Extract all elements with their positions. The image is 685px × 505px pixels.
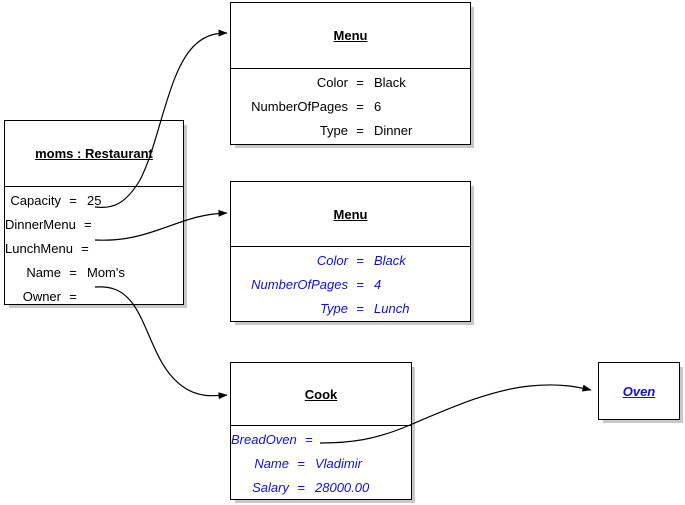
attribute-row-capacity: Capacity = 25 — [5, 193, 183, 217]
object-header-cook: Cook — [231, 363, 411, 425]
attribute-row-color: Color = Black — [231, 75, 470, 99]
attribute-row-dinnermenu: DinnerMenu = — [5, 217, 183, 241]
object-title-restaurant: moms : Restaurant — [35, 146, 153, 161]
attribute-equals: = — [69, 193, 77, 208]
object-box-restaurant[interactable]: moms : Restaurant Capacity = 25 DinnerMe… — [4, 120, 184, 305]
attribute-equals: = — [69, 289, 77, 304]
object-title-menu-lunch: Menu — [333, 206, 368, 222]
attribute-equals: = — [69, 265, 77, 280]
attribute-name-owner: Owner — [22, 289, 61, 304]
attribute-equals: = — [356, 301, 364, 316]
attribute-value-color: Black — [374, 253, 406, 268]
attribute-row-type: Type = Lunch — [231, 301, 470, 325]
object-divider-menu-dinner — [231, 68, 470, 69]
attribute-row-name: Name = Vladimir — [231, 456, 411, 480]
attribute-name-breadoven: BreadOven — [231, 432, 297, 447]
attribute-name-numberofpages: NumberOfPages — [251, 99, 348, 114]
attribute-equals: = — [304, 432, 313, 447]
attribute-row-color: Color = Black — [231, 253, 470, 277]
object-title-menu-dinner: Menu — [333, 28, 368, 43]
attribute-row-numberofpages: NumberOfPages = 4 — [231, 277, 470, 301]
attribute-value-color: Black — [374, 75, 406, 90]
attribute-row-salary: Salary = 28000.00 — [231, 480, 411, 504]
attribute-name-name: Name — [254, 456, 289, 471]
object-header-menu-dinner: Menu — [231, 3, 470, 68]
attribute-row-numberofpages: NumberOfPages = 6 — [231, 99, 470, 123]
object-box-oven[interactable]: Oven — [598, 362, 680, 420]
attribute-row-owner: Owner = — [5, 289, 183, 313]
object-title-oven: Oven — [622, 383, 656, 399]
attribute-value-numberofpages: 4 — [374, 277, 382, 292]
attribute-name-type: Type — [320, 301, 348, 316]
attribute-equals: = — [297, 456, 305, 471]
attribute-name-capacity: Capacity — [10, 193, 61, 208]
attribute-equals: = — [356, 123, 364, 138]
attribute-row-breadoven: BreadOven = — [231, 432, 411, 456]
attribute-value-type: Lunch — [374, 301, 410, 316]
attribute-value-numberofpages: 6 — [374, 99, 382, 114]
object-attributes-restaurant: Capacity = 25 DinnerMenu = LunchMenu = N… — [5, 187, 183, 313]
attribute-value-capacity: 25 — [87, 193, 102, 208]
attribute-equals: = — [297, 480, 305, 495]
attribute-equals: = — [356, 253, 364, 268]
attribute-row-type: Type = Dinner — [231, 123, 470, 147]
object-attributes-cook: BreadOven = Name = Vladimir Salary = 280… — [231, 426, 411, 504]
attribute-name-numberofpages: NumberOfPages — [251, 277, 348, 292]
object-header-oven: Oven — [599, 363, 679, 419]
attribute-equals: = — [356, 277, 364, 292]
attribute-row-lunchmenu: LunchMenu = — [5, 241, 183, 265]
object-box-menu-dinner[interactable]: Menu Color = Black NumberOfPages = 6 Typ… — [230, 2, 471, 145]
attribute-name-lunchmenu: LunchMenu — [5, 241, 73, 256]
object-header-restaurant: moms : Restaurant — [5, 121, 183, 186]
object-divider-restaurant — [5, 186, 183, 187]
attribute-row-name: Name = Mom's — [5, 265, 183, 289]
attribute-equals: = — [356, 99, 364, 114]
attribute-equals: = — [84, 217, 92, 232]
attribute-value-name: Mom's — [87, 265, 125, 280]
object-title-cook: Cook — [304, 386, 338, 402]
attribute-name-name: Name — [26, 265, 61, 280]
object-box-cook[interactable]: Cook BreadOven = Name = Vladimir Salary … — [230, 362, 412, 500]
attribute-equals: = — [81, 241, 89, 256]
attribute-value-salary: 28000.00 — [315, 480, 370, 495]
object-attributes-menu-dinner: Color = Black NumberOfPages = 6 Type = D… — [231, 69, 470, 147]
object-header-menu-lunch: Menu — [231, 182, 470, 246]
attribute-name-salary: Salary — [252, 480, 289, 495]
attribute-equals: = — [356, 75, 364, 90]
object-attributes-menu-lunch: Color = Black NumberOfPages = 4 Type = L… — [231, 247, 470, 325]
object-divider-menu-lunch — [231, 246, 470, 247]
attribute-name-type: Type — [319, 123, 348, 138]
attribute-name-dinnermenu: DinnerMenu — [5, 217, 76, 232]
object-box-menu-lunch[interactable]: Menu Color = Black NumberOfPages = 4 Typ… — [230, 181, 471, 322]
attribute-value-name: Vladimir — [315, 456, 362, 471]
attribute-name-color: Color — [316, 253, 348, 268]
attribute-value-type: Dinner — [374, 123, 413, 138]
attribute-name-color: Color — [316, 75, 348, 90]
